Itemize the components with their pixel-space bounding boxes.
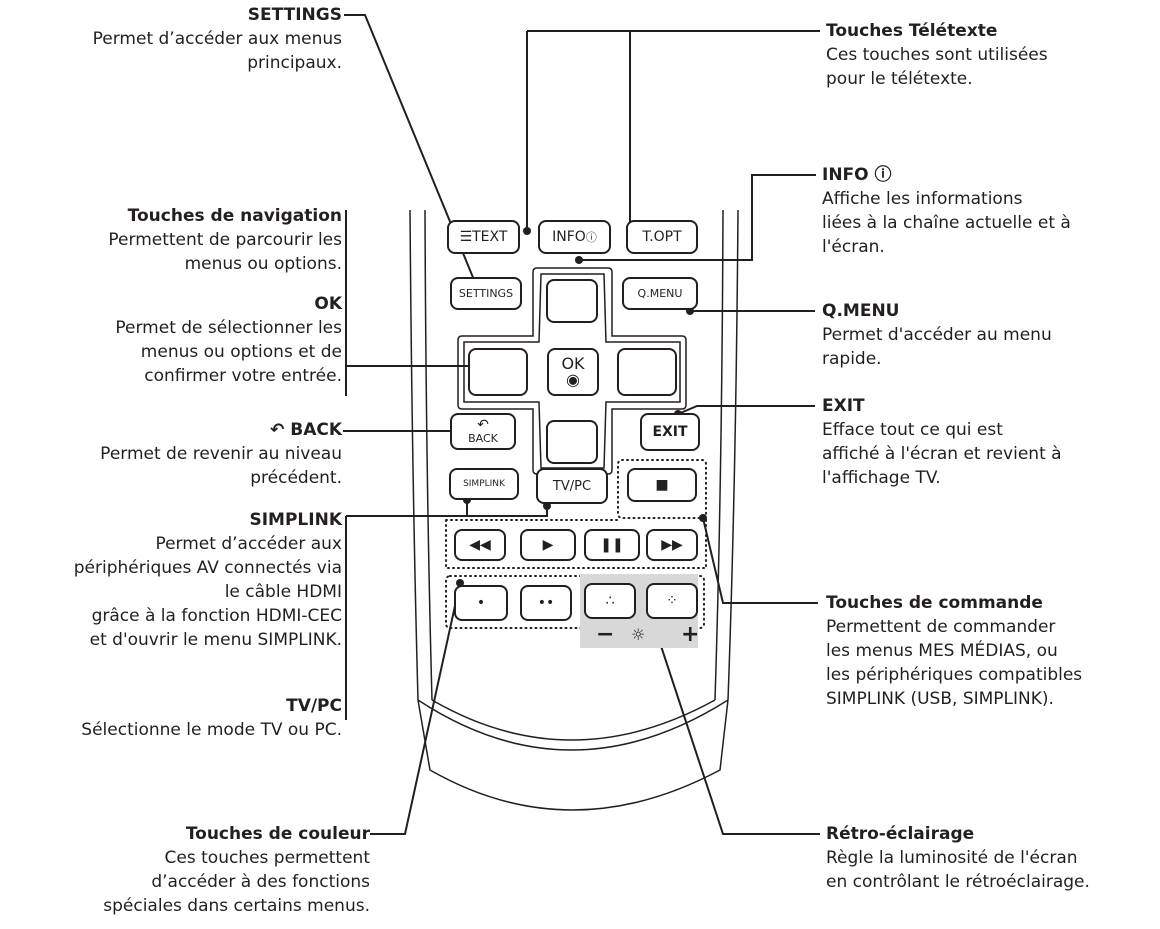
pause-button[interactable]: ❚❚ xyxy=(584,529,640,561)
annotation-tvpc: TV/PC Sélectionne le mode TV ou PC. xyxy=(81,696,342,740)
annotation-exit: EXIT Efface tout ce qui est affiché à l'… xyxy=(822,396,1062,488)
left-button[interactable] xyxy=(468,348,528,396)
annotation-retro: Rétro-éclairage Règle la luminosité de l… xyxy=(826,824,1090,892)
annotation-title: SETTINGS xyxy=(247,5,342,25)
annotation-commande: Touches de commande Permettent de comman… xyxy=(826,593,1083,709)
rewind-button[interactable]: ◀◀ xyxy=(454,529,506,561)
ok-dot-icon: ◉ xyxy=(566,370,580,389)
ok-button[interactable]: OK ◉ xyxy=(547,348,599,396)
tvpc-button[interactable]: TV/PC xyxy=(536,468,608,504)
settings-button[interactable]: SETTINGS xyxy=(450,277,522,310)
annotation-settings: SETTINGS Permet d’accéder aux menus prin… xyxy=(92,5,342,73)
stop-button[interactable]: ■ xyxy=(627,468,697,502)
play-icon: ▶ xyxy=(542,537,554,553)
back-button[interactable]: ↶ BACK xyxy=(450,413,516,450)
back-arrow-icon: ↶ xyxy=(270,420,291,440)
annotation-couleur: Touches de couleur Ces touches permetten… xyxy=(103,824,370,916)
color-button-3[interactable]: ∴ xyxy=(584,583,636,619)
rewind-icon: ◀◀ xyxy=(469,537,491,553)
color-button-1[interactable]: • xyxy=(454,585,508,621)
backlight-minus: − xyxy=(596,622,615,647)
simplink-button[interactable]: SIMPLINK xyxy=(449,468,519,500)
right-button[interactable] xyxy=(617,348,677,396)
annotation-simplink: SIMPLINK Permet d’accéder aux périphériq… xyxy=(73,510,342,650)
one-dot-icon: • xyxy=(476,595,486,611)
fast-forward-icon: ▶▶ xyxy=(661,537,683,553)
annotation-info: INFO ⓘ Affiche les informations liées à … xyxy=(822,165,1071,257)
annotation-ok: OK Permet de sélectionner les menus ou o… xyxy=(115,294,342,386)
pause-icon: ❚❚ xyxy=(600,537,624,553)
forward-button[interactable]: ▶▶ xyxy=(646,529,698,561)
annotation-navigation: Touches de navigation Permettent de parc… xyxy=(108,206,342,274)
info-button[interactable]: INFO ⓘ xyxy=(538,220,611,254)
back-arrow-icon: ↶ xyxy=(477,417,489,433)
topt-button[interactable]: T.OPT xyxy=(626,220,698,254)
play-button[interactable]: ▶ xyxy=(520,529,576,561)
annotation-back: ↶ BACK Permet de revenir au niveau précé… xyxy=(100,420,342,488)
info-icon: ⓘ xyxy=(585,230,597,244)
up-button[interactable] xyxy=(546,279,598,323)
down-button[interactable] xyxy=(546,420,598,464)
text-button[interactable]: ☰ TEXT xyxy=(447,220,520,254)
stop-icon: ■ xyxy=(655,477,669,493)
backlight-plus: + xyxy=(681,622,700,647)
teletext-icon: ☰ xyxy=(459,229,473,245)
color-button-2[interactable]: •• xyxy=(520,585,572,621)
two-dots-icon: •• xyxy=(537,595,555,611)
four-dots-icon: ⁘ xyxy=(666,593,678,609)
exit-button[interactable]: EXIT xyxy=(640,413,700,451)
three-dots-icon: ∴ xyxy=(605,593,615,609)
color-button-4[interactable]: ⁘ xyxy=(646,583,698,619)
sun-icon: ☼ xyxy=(631,625,646,644)
annotation-teletexte: Touches Télétexte Ces touches sont utili… xyxy=(826,21,1048,89)
annotation-qmenu: Q.MENU Permet d'accéder au menu rapide. xyxy=(822,301,1052,369)
qmenu-button[interactable]: Q.MENU xyxy=(622,277,698,310)
